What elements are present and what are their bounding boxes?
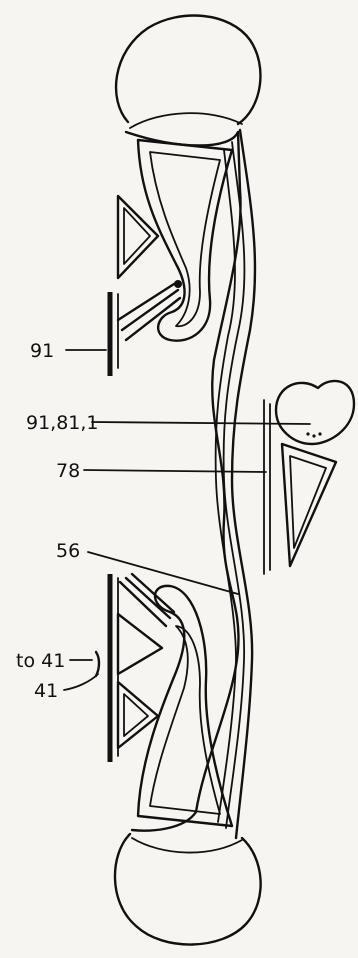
label-91: 91: [30, 340, 54, 362]
heart-dot-2: [312, 434, 315, 437]
label-to-41: to 41: [16, 650, 65, 672]
label-91-81-1: 91,81,1: [26, 412, 99, 434]
heart-dot-3: [318, 432, 321, 435]
label-56: 56: [56, 540, 80, 562]
label-41: 41: [34, 680, 58, 702]
upper-arm-pivot: [174, 280, 182, 288]
heart-dot-1: [306, 432, 309, 435]
label-78: 78: [56, 460, 80, 482]
